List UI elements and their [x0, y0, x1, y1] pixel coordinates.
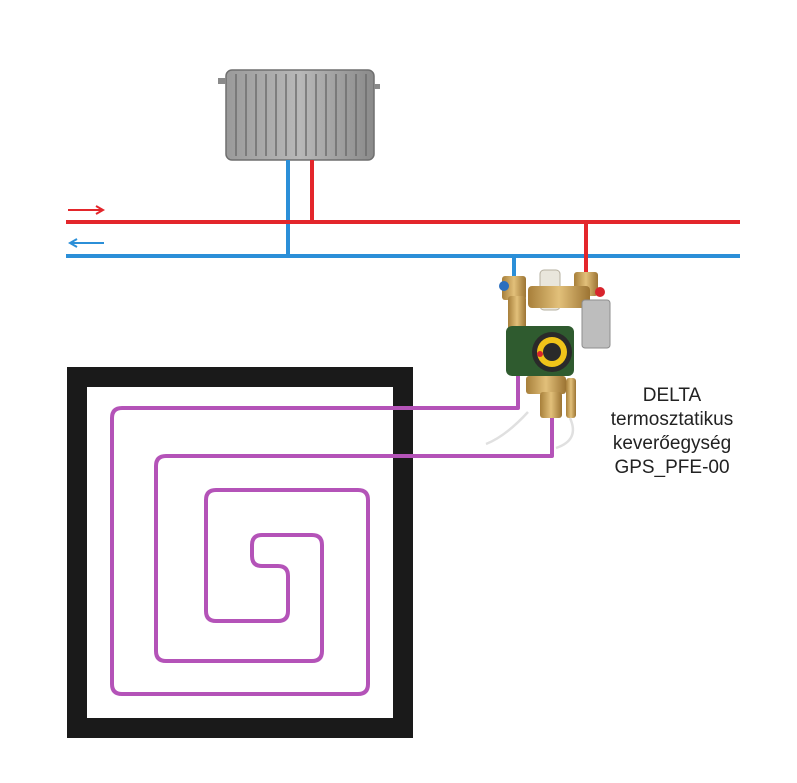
- radiator-icon: [218, 69, 380, 161]
- label-line-4: GPS_PFE-00: [614, 457, 730, 478]
- label-line-2: termosztatikus: [610, 409, 734, 430]
- label-line-1: DELTA: [642, 385, 702, 406]
- floor-heating-loop: [110, 395, 554, 696]
- arrow-right-icon: [68, 205, 106, 215]
- arrow-left-icon: [67, 238, 104, 248]
- label-line-3: keverőegység: [612, 433, 732, 454]
- floor-frame: [67, 367, 413, 738]
- loop-connections: [516, 376, 554, 420]
- mixing-unit-label: DELTA termosztatikus keverőegység GPS_PF…: [572, 384, 772, 480]
- mixing-unit-icon: [485, 269, 611, 450]
- radiator-connections: [286, 160, 314, 256]
- mixing-unit-drops: [512, 222, 588, 276]
